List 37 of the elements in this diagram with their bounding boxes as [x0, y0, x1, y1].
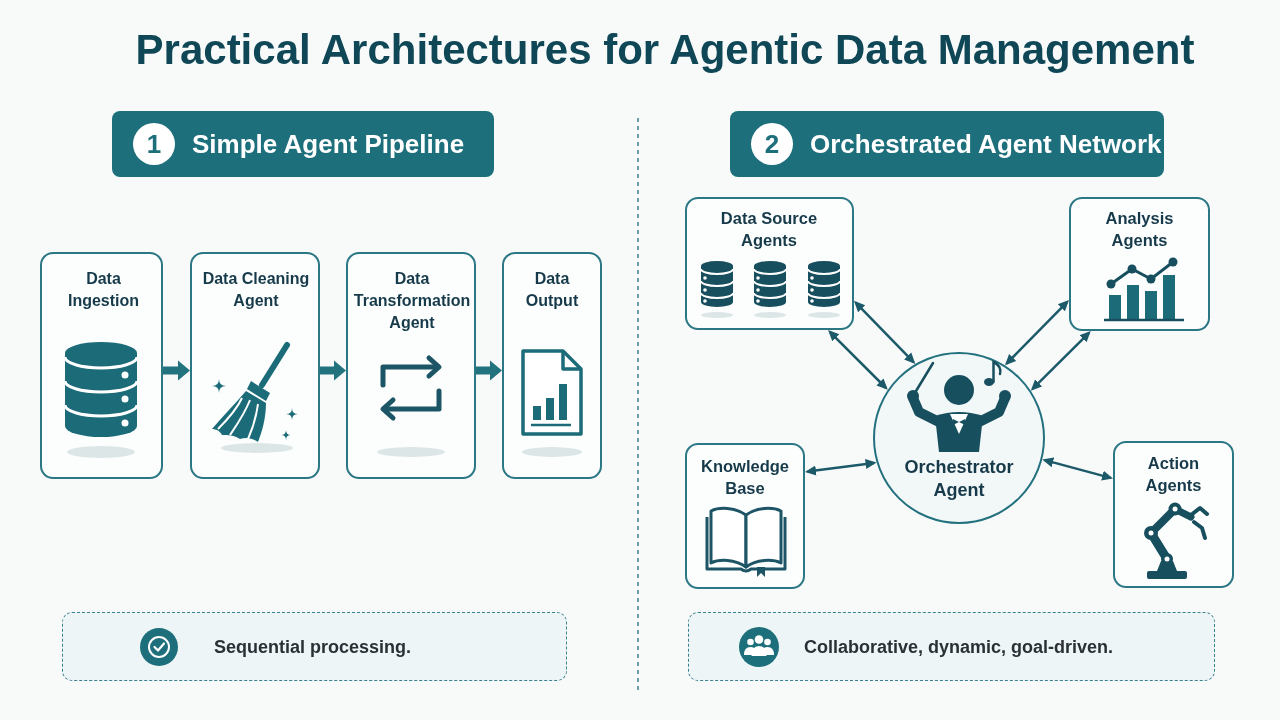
process-step-card — [190, 252, 320, 479]
summary-text: Collaborative, dynamic, goal-driven. — [804, 636, 1114, 658]
arrow — [320, 360, 346, 381]
arrow — [476, 360, 502, 381]
step-label: Data Cleaning Agent — [201, 269, 311, 311]
agent-card — [685, 443, 805, 589]
process-step-card — [346, 252, 476, 479]
agent-card — [1069, 197, 1210, 331]
step-number: 2 — [751, 123, 793, 165]
process-step-card — [40, 252, 163, 479]
agent-card — [685, 197, 854, 330]
double-arrow — [1004, 300, 1070, 366]
section-header — [730, 111, 1164, 177]
section-heading: Orchestrated Agent Network — [810, 128, 1162, 160]
double-arrow — [1042, 457, 1113, 481]
double-arrow — [828, 330, 888, 390]
agent-label: Data Source Agents — [719, 208, 819, 251]
arrow — [163, 360, 190, 381]
summary-panel — [688, 612, 1215, 681]
double-arrow — [853, 300, 916, 364]
step-label: Data Output — [524, 269, 580, 311]
double-arrow — [805, 459, 877, 476]
summary-panel — [62, 612, 567, 681]
agent-label: Knowledge Base — [700, 456, 790, 499]
section-heading: Simple Agent Pipeline — [192, 128, 465, 160]
agent-label: Analysis Agents — [1104, 208, 1175, 251]
agent-label: Orchestrator Agent — [903, 456, 1015, 502]
agent-card — [1113, 441, 1234, 588]
section-header — [112, 111, 494, 177]
summary-text: Sequential processing. — [214, 636, 412, 658]
step-number: 1 — [133, 123, 175, 165]
process-step-card — [502, 252, 602, 479]
step-label: Data Ingestion — [66, 269, 141, 311]
agent-label: Action Agents — [1144, 453, 1203, 496]
step-label: Data Transformation Agent — [352, 269, 472, 333]
double-arrow — [1030, 331, 1091, 391]
diagram-title: Practical Architectures for Agentic Data Management — [134, 25, 1196, 75]
